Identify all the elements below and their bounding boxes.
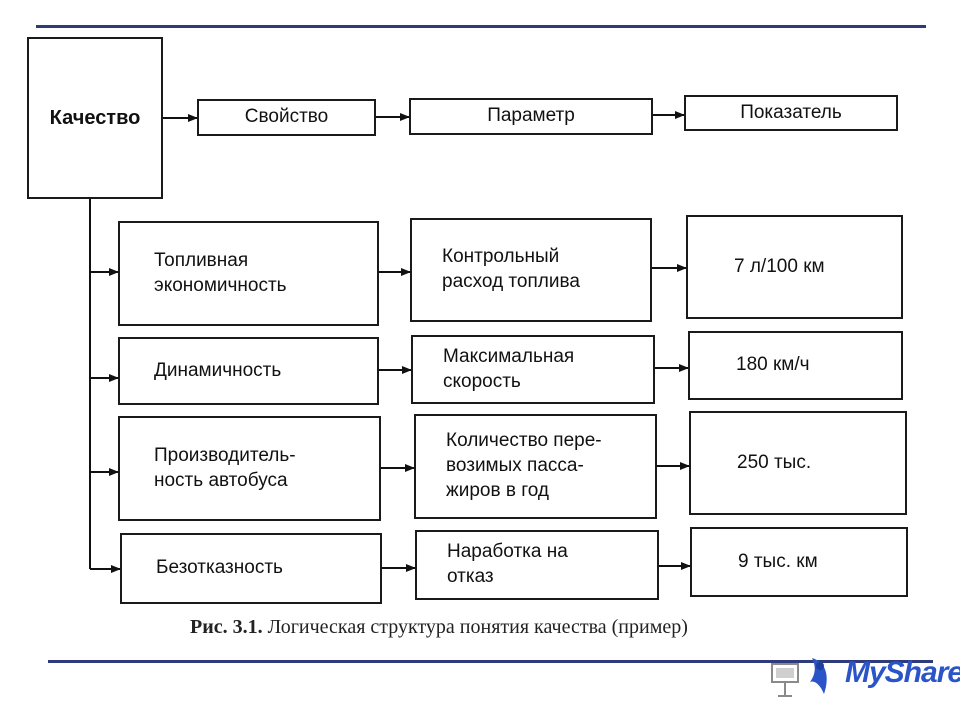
myshared-logo <box>771 658 827 697</box>
parameter-box-1: Контрольный расход топлива <box>410 218 652 322</box>
property-box-4: Безотказность <box>120 533 382 604</box>
top-rule <box>36 25 926 28</box>
property-label-3: Производитель- ность автобуса <box>154 444 296 491</box>
property-header-box: Свойство <box>197 99 376 136</box>
property-label-2: Динамичность <box>154 359 282 381</box>
bottom-rule <box>48 660 933 663</box>
property-box-1: Топливная экономичность <box>118 221 379 326</box>
indicator-box-4: 9 тыс. км <box>690 527 908 597</box>
indicator-label-2: 180 км/ч <box>736 354 810 376</box>
parameter-header-box: Параметр <box>409 98 653 135</box>
parameter-label-1: Контрольный расход топлива <box>442 246 580 292</box>
property-box-3: Производитель- ность автобуса <box>118 416 381 521</box>
indicator-header-box: Показатель <box>684 95 898 131</box>
presenter-icon <box>771 663 799 697</box>
parameter-box-4: Наработка на отказ <box>415 530 659 600</box>
fairy-emblem-icon <box>810 658 827 694</box>
quality-box: Качество <box>27 37 163 199</box>
caption-text: Логическая структура понятия качества (п… <box>262 616 688 638</box>
parameter-box-3: Количество пере- возимых пасса- жиров в … <box>414 414 657 519</box>
indicator-box-1: 7 л/100 км <box>686 215 903 319</box>
indicator-label-4: 9 тыс. км <box>738 550 818 572</box>
parameter-box-2: Максимальная скорость <box>411 335 655 404</box>
property-box-2: Динамичность <box>118 337 379 405</box>
quality-label: Качество <box>49 107 141 129</box>
parameter-label-3: Количество пере- возимых пасса- жиров в … <box>446 430 602 501</box>
logo-wordmark: MyShared <box>845 656 960 689</box>
indicator-header-label: Показатель <box>740 101 842 123</box>
indicator-box-2: 180 км/ч <box>688 331 903 400</box>
property-label-4: Безотказность <box>156 557 283 579</box>
indicator-label-1: 7 л/100 км <box>734 255 825 277</box>
property-label-1: Топливная экономичность <box>154 249 287 296</box>
parameter-label-4: Наработка на отказ <box>447 541 568 587</box>
caption-label: Рис. 3.1. <box>190 616 263 638</box>
indicator-label-3: 250 тыс. <box>737 451 812 473</box>
indicator-box-3: 250 тыс. <box>689 411 907 515</box>
parameter-label-2: Максимальная скорость <box>443 345 575 392</box>
figure-caption: Рис. 3.1. Логическая структура понятия к… <box>190 616 688 639</box>
parameter-header-label: Параметр <box>487 105 575 127</box>
property-header-label: Свойство <box>244 106 329 128</box>
